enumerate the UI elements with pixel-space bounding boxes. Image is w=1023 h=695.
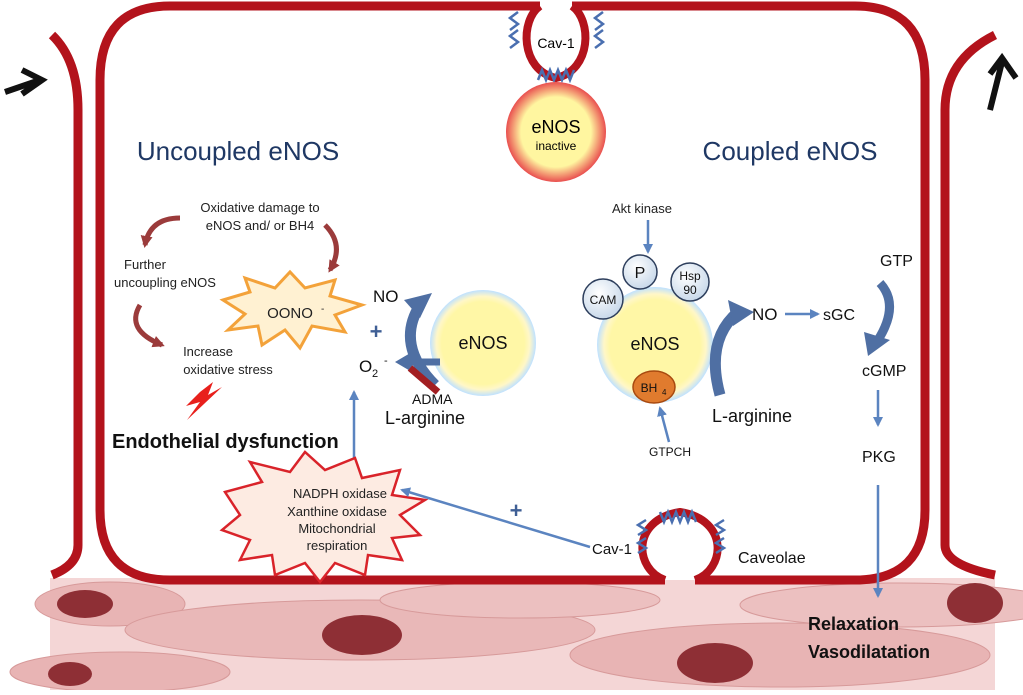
top-caveola [507,2,606,84]
cam-label: CAM [590,293,617,307]
gtp-to-cgmp-arrow [874,279,894,343]
vasodilatation-label: Vasodilatation [808,642,930,662]
sgc-label: sGC [823,307,855,324]
coupled-title: Coupled eNOS [703,136,878,166]
cgmp-label: cGMP [862,363,906,380]
endothelial-cell-membrane [95,1,665,585]
bh4-cofactor [632,370,676,404]
right-black-arrow [987,52,1019,111]
o2-charge: - [384,355,388,367]
l-arginine-right-label: L-arginine [712,406,792,426]
enos-uncoupled [430,290,536,396]
enos-coupled [597,287,713,403]
akt-kinase-label: Akt kinase [612,201,672,216]
nucleus [947,583,1003,623]
mitochondrial-label: Mitochondrial [298,521,375,536]
cav1-bottom-label: Cav-1 [592,541,632,558]
pkg-label: PKG [862,449,896,466]
right-neighbor-cell-membrane [940,30,998,580]
o2-subscript: 2 [372,368,378,380]
endothelial-cell-membrane [572,1,930,585]
smooth-muscle-layer [9,578,1023,693]
left-neighbor-cell-membrane [48,31,83,580]
nadph-oxidase-label: NADPH oxidase [293,486,387,501]
ros-sources-star [219,450,429,585]
increase-stress-text: oxidative stress [183,362,273,377]
cycle-arrow [140,215,181,248]
bh4-label: BH [641,381,658,395]
enos-right-label: eNOS [630,334,679,354]
hsp90-ball [670,262,710,302]
gtpch-label: GTPCH [649,445,691,459]
further-uncoupling-text: uncoupling eNOS [114,275,216,290]
gtp-label: GTP [880,253,913,270]
endothelial-dysfunction-label: Endothelial dysfunction [112,431,339,453]
plus-icon: + [510,498,523,523]
cycle-arrow [323,223,340,273]
enos-inactive-label: eNOS [531,117,580,137]
lightning-icon [186,382,222,420]
cycle-arrow [133,303,165,348]
no-synthesis-arrow-head [728,300,754,326]
nucleus [57,590,113,618]
no-right-label: NO [752,305,778,324]
nucleus [322,615,402,655]
relaxation-label: Relaxation [808,614,899,634]
gtp-to-cgmp-arrow-head [864,332,890,356]
bottom-caveola [635,507,727,584]
oxidative-damage-text: eNOS and/ or BH4 [206,218,314,233]
hsp-label: Hsp [679,269,701,283]
enos-left-label: eNOS [458,333,507,353]
respiration-label: respiration [307,538,368,553]
cav1-to-ros-arrow [400,487,591,549]
further-uncoupling-text: Further [124,257,167,272]
left-black-arrow [4,67,48,97]
increase-stress-text: Increase [183,344,233,359]
no-left-label: NO [373,287,399,306]
oxidative-damage-text: Oxidative damage to [200,200,319,215]
p-label: P [635,265,646,282]
o2-label: O [359,357,372,376]
phosphate-ball [622,254,658,290]
oono-charge: - [321,304,324,315]
cam-ball [582,278,624,320]
uncoupled-title: Uncoupled eNOS [137,136,339,166]
adma-label: ADMA [412,391,453,407]
xanthine-oxidase-label: Xanthine oxidase [287,504,387,519]
oono-star [219,269,367,351]
no-production-arrow-head [404,293,432,318]
enos-inactive-state: inactive [536,139,577,153]
hsp-label: 90 [683,283,697,297]
adma-inhibition-bar [407,365,441,395]
plus-icon: + [370,319,383,344]
bh4-subscript: 4 [662,388,667,397]
superoxide-arrow-head [395,352,412,372]
nucleus [677,643,753,683]
enos-inactive [506,82,606,182]
gtpch-arrow [657,406,671,443]
nucleus [48,662,92,686]
caveolae-label: Caveolae [738,550,806,567]
cav1-top-label: Cav-1 [537,35,575,51]
oono-label: OONO [267,305,313,322]
l-arginine-left-label: L-arginine [385,408,465,428]
